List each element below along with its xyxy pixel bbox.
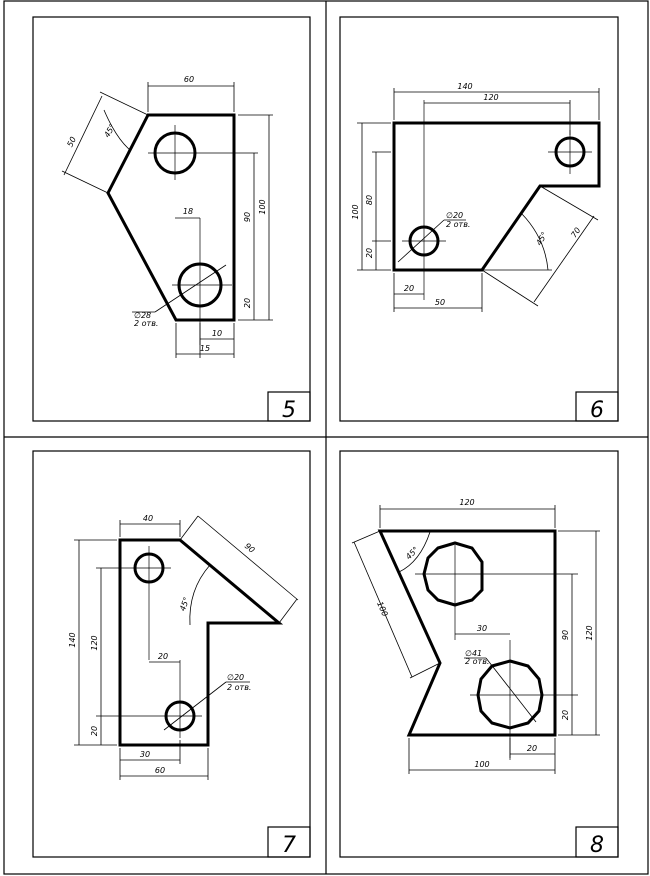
sheet-5-dim-10: 10 [212,329,222,338]
sheet-7-dim-30: 30 [140,750,150,759]
sheet-6-hole-diameter: ∅20 [446,211,463,220]
sheet-6: 6 140 120 100 80 20 20 50 [339,16,619,423]
sheet-6-dim-100: 100 [351,204,360,219]
sheet-7-number-box [267,826,311,858]
sheet-5-number: 5 [282,398,296,423]
sheet-7-hole-diameter: ∅20 [227,673,244,682]
sheet-5-hole-diameter: ∅28 [134,311,151,320]
sheet-7-dim-140: 140 [68,632,77,647]
sheet-7-hole-count: 2 отв. [227,683,251,692]
sheet-8-part-outline [377,529,557,737]
sheet-6-dim-50: 50 [435,298,445,307]
sheet-5-dim-100: 100 [258,199,267,214]
sheet-5-dim-20: 20 [243,298,252,308]
sheet-6-dim-20-bottom: 20 [404,284,414,293]
sheet-7-dim-20-left: 20 [90,726,99,736]
sheet-5-dim-15: 15 [200,344,210,353]
sheet-8-dim-90: 90 [561,630,570,640]
sheet-8-dim-20-right: 20 [561,710,570,720]
sheet-7-angle-45: 45° [178,596,191,612]
sheet-7-dim-60: 60 [155,766,165,775]
sheet-6-hole-count: 2 отв. [446,220,470,229]
sheet-8-dim-100-slant: 100 [375,600,389,618]
sheet-7: 7 40 90 45° 140 120 20 20 [32,450,311,858]
sheet-6-dim-20-left: 20 [365,248,374,258]
sheet-7-dim-90: 90 [243,541,257,554]
sheet-8-hole-count: 2 отв. [465,657,489,666]
sheet-7-dim-20-mid: 20 [158,652,168,661]
sheet-5-dim-60: 60 [184,75,194,84]
sheet-8-dim-100-bottom: 100 [474,760,489,769]
sheet-6-frame [339,16,619,422]
sheet-6-number-box [575,391,619,422]
sheet-5: 5 60 50 45° 100 90 18 20 [32,16,311,423]
sheet-6-dim-80: 80 [365,195,374,205]
sheet-5-frame [32,16,311,422]
sheet-8-number: 8 [590,833,604,858]
sheet-8-angle-45: 45° [404,545,420,561]
sheet-5-dim-90: 90 [243,212,252,222]
sheet-8-hole-diameter: ∅41 [465,649,482,658]
sheet-5-hole-count: 2 отв. [134,319,158,328]
sheet-7-dim-120: 120 [90,635,99,650]
sheet-5-dim-18: 18 [183,207,193,216]
sheet-8-dim-30: 30 [477,624,487,633]
sheet-6-number: 6 [590,398,604,423]
sheet-8-dim-120-top: 120 [459,498,474,507]
sheet-7-dim-40: 40 [143,514,153,523]
sheet-5-dim-50: 50 [65,135,78,148]
sheet-5-angle-45: 45° [102,122,117,139]
sheet-6-dim-140: 140 [457,82,472,91]
sheet-7-number: 7 [282,833,296,858]
sheet-8-dim-20-bottom: 20 [527,744,537,753]
sheet-8-dim-120-right: 120 [585,625,594,640]
sheet-8-frame [339,450,619,858]
sheet-6-dim-70: 70 [569,226,582,239]
sheet-8-number-box [575,826,619,858]
sheet-5-part-outline [106,113,236,322]
sheet-6-dim-120: 120 [483,93,498,102]
sheet-5-number-box [267,391,311,422]
sheet-7-frame [32,450,311,858]
sheet-8: 8 120 100 45° 30 90 120 20 [339,450,619,858]
